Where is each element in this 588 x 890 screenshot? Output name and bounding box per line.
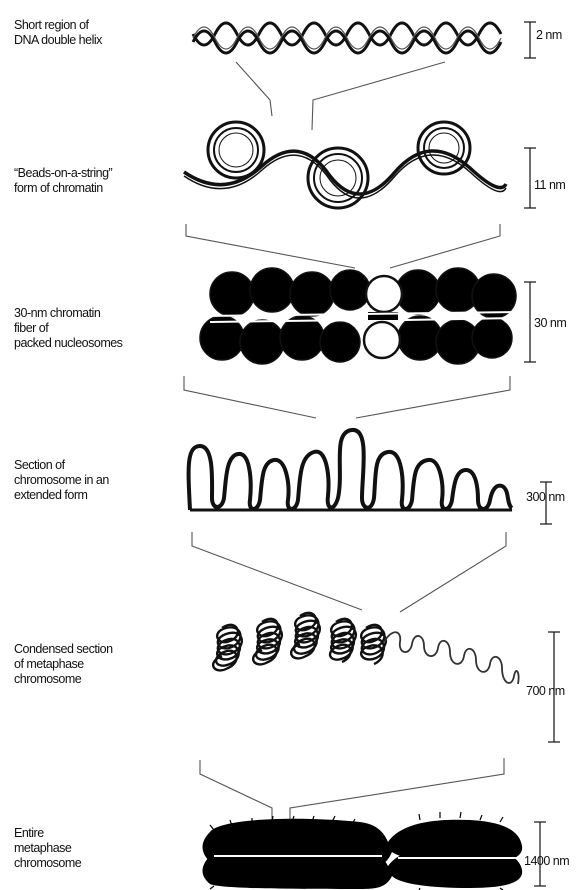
coiled-column — [253, 619, 282, 665]
coiled-column — [213, 625, 242, 671]
scale-bar-11nm — [524, 148, 536, 208]
metaphase-chromosome — [203, 812, 523, 890]
nucleosome-bead — [308, 148, 368, 208]
scale-bar-1400nm — [534, 822, 546, 886]
scale-bar-300nm — [540, 482, 552, 524]
connector-lines — [200, 758, 504, 822]
30nm-chromatin-fiber — [200, 268, 520, 364]
connector-lines — [184, 376, 510, 418]
condensed-metaphase-section — [213, 613, 518, 684]
coiled-column — [330, 619, 356, 662]
beads-on-a-string — [184, 122, 506, 208]
connector-lines — [236, 62, 445, 130]
nucleosome-bead — [418, 122, 470, 174]
scale-bar-30nm — [524, 282, 536, 362]
dna-double-helix — [193, 23, 501, 53]
nucleosome-bead — [208, 122, 264, 178]
coiled-column — [291, 613, 320, 659]
extended-chromatin-loops — [189, 430, 512, 510]
coiled-column — [361, 625, 386, 664]
connector-lines — [192, 532, 506, 612]
connector-lines — [186, 224, 500, 268]
scale-bar-700nm — [548, 632, 560, 742]
scale-bar-2nm — [524, 22, 536, 58]
